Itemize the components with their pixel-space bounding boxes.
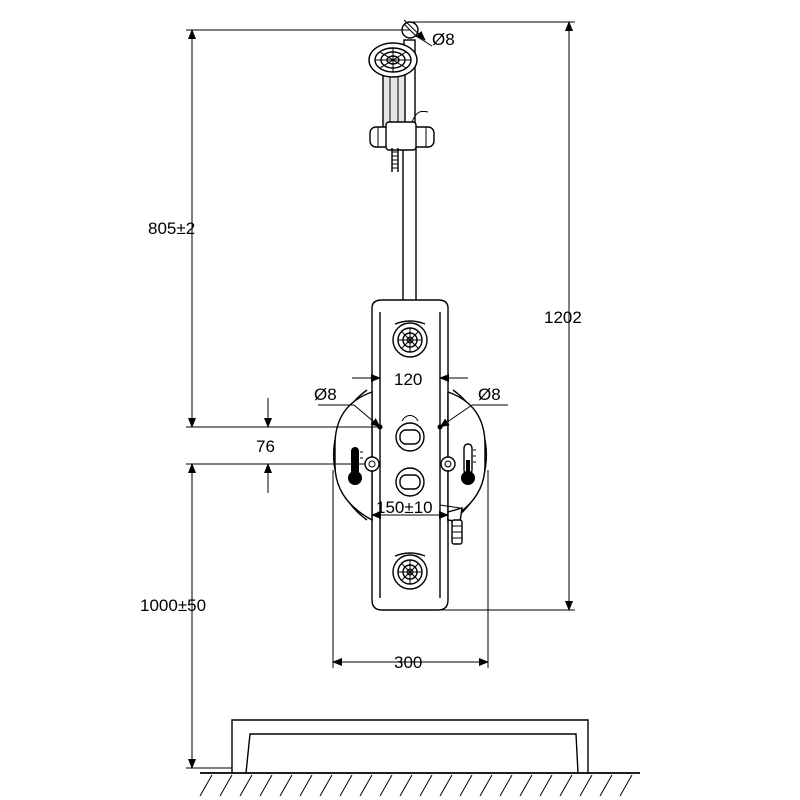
dim-right-bore-diameter: Ø8: [478, 385, 501, 404]
dim-panel-width: 300: [394, 653, 422, 672]
body-jet-upper: [392, 320, 428, 358]
inlet-right: [440, 456, 456, 472]
shower-panel: [333, 299, 487, 611]
shower-hose: [391, 110, 429, 172]
dim-height-head: 805±2: [148, 219, 195, 238]
dim-bore-spacing: 120: [394, 370, 422, 389]
dimension-lines: [186, 19, 575, 769]
inlet-left: [364, 456, 380, 472]
dim-left-bore-diameter: Ø8: [314, 385, 337, 404]
shower-tray: [231, 719, 589, 774]
diverter-knob: [395, 415, 425, 452]
thermostat-knob: [395, 467, 425, 497]
dim-total-height: 1202: [544, 308, 582, 327]
floor: [199, 772, 640, 797]
dim-head-diameter: Ø8: [432, 30, 455, 49]
dim-install-height: 1000±50: [140, 596, 206, 615]
slider-holder: [369, 121, 435, 151]
thermometer-cold-icon: [348, 447, 363, 485]
dim-vertical-offset: 76: [256, 437, 275, 456]
dim-inlet-spacing: 150±10: [376, 498, 433, 517]
thermometer-hot-icon: [461, 443, 476, 485]
hose-outlet: [439, 504, 463, 545]
body-jet-lower: [392, 552, 428, 590]
